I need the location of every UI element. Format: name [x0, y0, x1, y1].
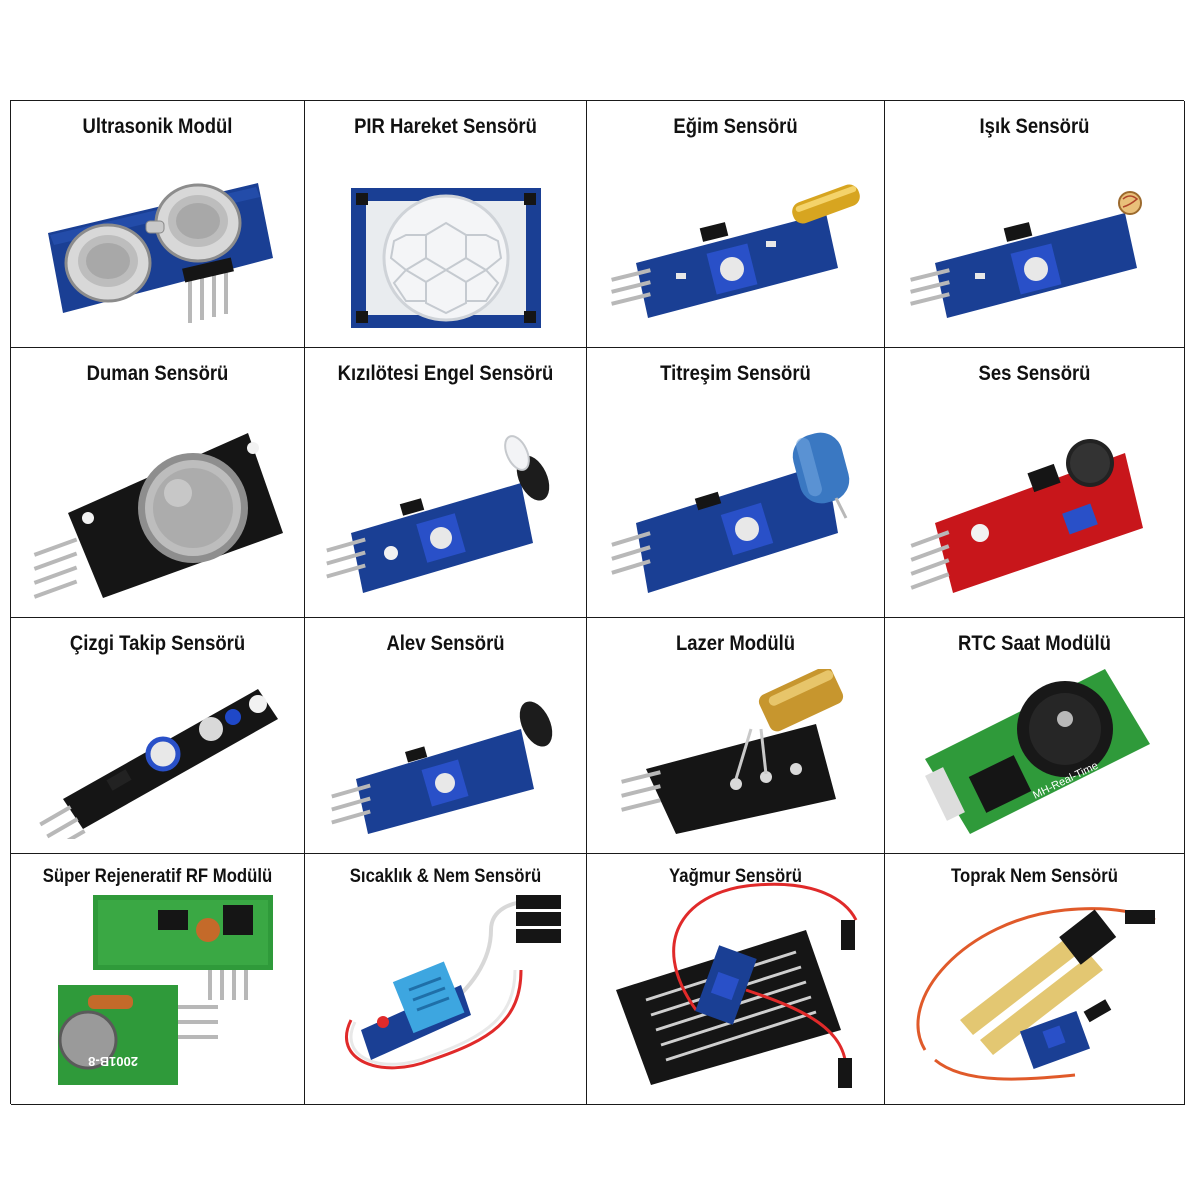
module-cell-flame: Alev Sensörü: [305, 618, 587, 854]
infrared-obstacle-sensor-icon: [321, 423, 571, 603]
module-grid: Ultrasonik Modül PIR Hareket Sensörü: [10, 100, 1185, 1105]
smoke-sensor-icon: [28, 413, 288, 603]
module-label: Çizgi Takip Sensörü: [69, 632, 246, 655]
module-cell-light: Işık Sensörü: [885, 101, 1185, 348]
module-cell-tilt: Eğim Sensörü: [587, 101, 885, 348]
module-label: Eğim Sensörü: [673, 115, 798, 138]
module-cell-soil: Toprak Nem Sensörü: [885, 854, 1185, 1105]
module-cell-line-tracking: Çizgi Takip Sensörü: [11, 618, 305, 854]
module-label: RTC Saat Modülü: [958, 632, 1111, 655]
module-label: Titreşim Sensörü: [660, 362, 811, 385]
module-label: Kızılötesi Engel Sensörü: [337, 362, 554, 385]
module-label: Yağmur Sensörü: [669, 866, 802, 887]
sound-sensor-icon: [905, 413, 1165, 603]
light-sensor-icon: [905, 163, 1165, 333]
module-cell-rf: Süper Rejeneratif RF Modülü 2001B-8: [11, 854, 305, 1105]
module-cell-dht: Sıcaklık & Nem Sensörü: [305, 854, 587, 1105]
rf-board-code: 2001B-8: [88, 1054, 138, 1069]
soil-moisture-sensor-icon: [905, 880, 1165, 1090]
module-cell-ultrasonic: Ultrasonik Modül: [11, 101, 305, 348]
module-label: Işık Sensörü: [979, 115, 1090, 138]
laser-module-icon: [616, 669, 856, 839]
module-label: Sıcaklık & Nem Sensörü: [349, 866, 542, 887]
module-cell-rain: Yağmur Sensörü: [587, 854, 885, 1105]
flame-sensor-icon: [326, 689, 566, 839]
module-label: Duman Sensörü: [86, 362, 229, 385]
module-cell-vibration: Titreşim Sensörü: [587, 348, 885, 618]
module-label: PIR Hareket Sensörü: [354, 115, 537, 138]
vibration-sensor-icon: [606, 413, 866, 603]
module-cell-rtc: RTC Saat Modülü MH-Real-Time Clock Modul…: [885, 618, 1185, 854]
module-label: Lazer Modülü: [675, 632, 796, 655]
module-cell-pir: PIR Hareket Sensörü: [305, 101, 587, 348]
temperature-humidity-sensor-icon: [321, 890, 571, 1090]
tilt-sensor-icon: [606, 163, 866, 333]
ultrasonic-sensor-icon: [38, 163, 278, 333]
pir-motion-sensor-icon: [346, 183, 546, 333]
module-cell-laser: Lazer Modülü: [587, 618, 885, 854]
module-cell-sound: Ses Sensörü: [885, 348, 1185, 618]
module-label: Alev Sensörü: [386, 632, 505, 655]
module-label: Süper Rejeneratif RF Modülü: [42, 866, 273, 887]
rtc-clock-module-icon: MH-Real-Time Clock Module - 2: [915, 659, 1155, 839]
line-tracking-sensor-icon: [33, 669, 283, 839]
rain-sensor-icon: [606, 880, 866, 1090]
module-label: Toprak Nem Sensörü: [951, 866, 1118, 887]
module-label: Ses Sensörü: [978, 362, 1091, 385]
module-cell-smoke: Duman Sensörü: [11, 348, 305, 618]
rf-module-icon: 2001B-8: [38, 890, 278, 1090]
module-cell-infrared: Kızılötesi Engel Sensörü: [305, 348, 587, 618]
module-label: Ultrasonik Modül: [82, 115, 233, 138]
